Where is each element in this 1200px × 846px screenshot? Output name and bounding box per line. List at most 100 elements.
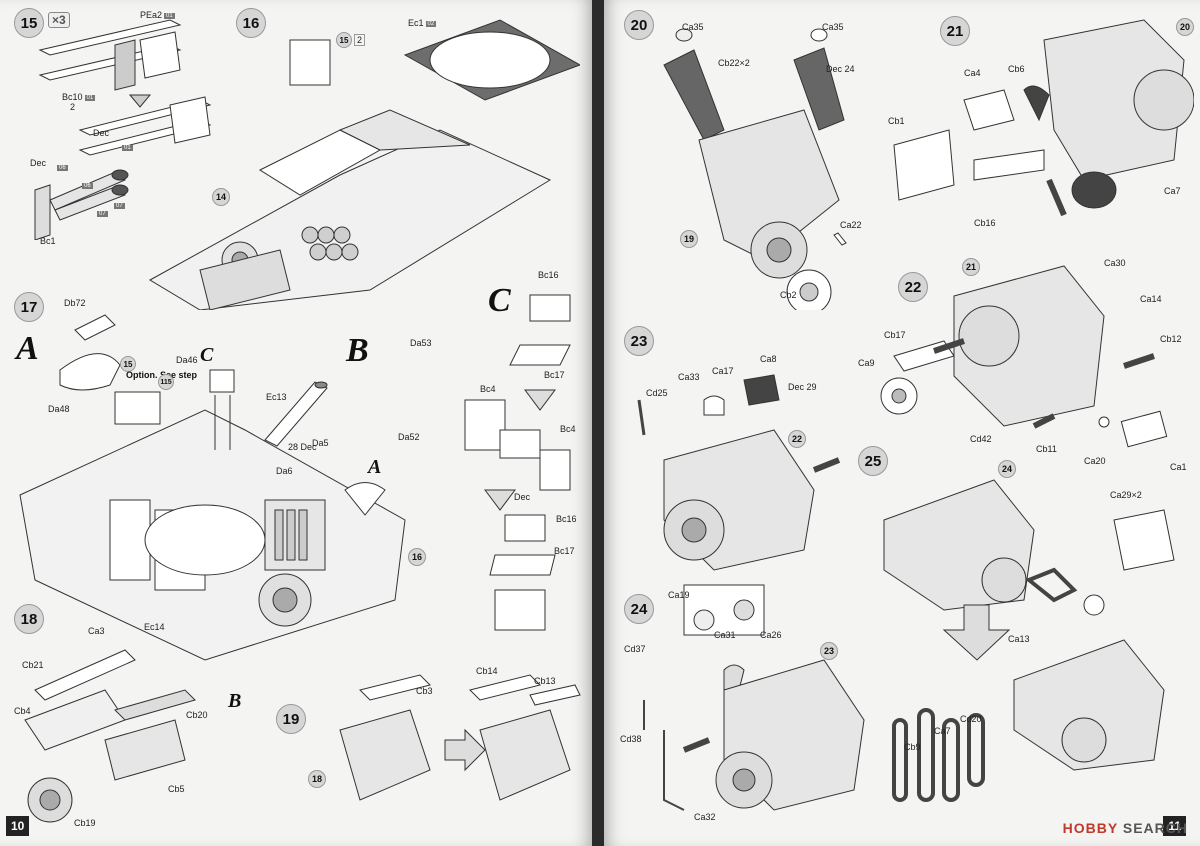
ref-step-18: 18 bbox=[308, 770, 326, 788]
label-Cb16: Cb16 bbox=[974, 218, 996, 228]
label-Cd37: Cd37 bbox=[624, 644, 646, 654]
label-Cb22: Cb22×2 bbox=[718, 58, 750, 68]
label-dec-28: 28 Dec bbox=[288, 442, 317, 452]
label-dec-24: Dec 24 bbox=[826, 64, 855, 74]
label-Ca20: Ca20 bbox=[1084, 456, 1106, 466]
tag-01c: 01 bbox=[122, 144, 133, 151]
label-dec-b: Dec bbox=[93, 128, 110, 138]
label-Bc1: Bc1 bbox=[40, 236, 56, 246]
label-Cb9: Cb9 bbox=[904, 742, 921, 752]
label-qty-2: 2 bbox=[70, 102, 76, 112]
tag-06a: 06 bbox=[57, 164, 68, 171]
label-dec-29: Dec 29 bbox=[788, 382, 817, 392]
step-number-25: 25 bbox=[858, 446, 888, 476]
ref-step-21: 21 bbox=[962, 258, 980, 276]
label-Cb12: Cb12 bbox=[1160, 334, 1182, 344]
label-Ca9: Ca9 bbox=[858, 358, 875, 368]
step-number-21: 21 bbox=[940, 16, 970, 46]
step-number-15: 15 bbox=[14, 8, 44, 38]
label-Cb13: Cb13 bbox=[534, 676, 556, 686]
step-number-20: 20 bbox=[624, 10, 654, 40]
label-Cb1: Cb1 bbox=[888, 116, 905, 126]
ref-step-22: 22 bbox=[788, 430, 806, 448]
label-Ca8: Ca8 bbox=[760, 354, 777, 364]
subassembly-a-ref: A bbox=[368, 456, 382, 478]
label-Cb17: Cb17 bbox=[884, 330, 906, 340]
label-Cd25: Cd25 bbox=[646, 388, 668, 398]
ref-step-24: 24 bbox=[998, 460, 1016, 478]
label-Cb21: Cb21 bbox=[22, 660, 44, 670]
step-number-22: 22 bbox=[898, 272, 928, 302]
step23-illustration bbox=[637, 374, 841, 571]
label-Da46: Da46 bbox=[176, 355, 198, 365]
step-number-17: 17 bbox=[14, 292, 44, 322]
label-Cb14: Cb14 bbox=[476, 666, 498, 676]
label-Ca7: Ca7 bbox=[934, 726, 951, 736]
label-Ca4: Ca4 bbox=[964, 68, 981, 78]
subassembly-b: B bbox=[346, 332, 369, 369]
label-Cb3: Cb3 bbox=[416, 686, 433, 696]
step25-illustration bbox=[883, 479, 1175, 802]
label-Ec13: Ec13 bbox=[266, 392, 287, 402]
label-Da53: Da53 bbox=[410, 338, 432, 348]
subassembly-b-ref: B bbox=[228, 690, 242, 712]
label-Da6: Da6 bbox=[276, 466, 293, 476]
step-number-16: 16 bbox=[236, 8, 266, 38]
tag-07a: 07 bbox=[97, 210, 108, 217]
label-Ca35-b: Ca35 bbox=[822, 22, 844, 32]
ref-step-23: 23 bbox=[820, 642, 838, 660]
page-number-left: 10 bbox=[6, 816, 30, 836]
label-Ec14: Ec14 bbox=[144, 622, 165, 632]
step16-illustration bbox=[148, 19, 580, 310]
label-Db72: Db72 bbox=[64, 298, 86, 308]
label-Ca35-a: Ca35 bbox=[682, 22, 704, 32]
label-Ca14: Ca14 bbox=[1140, 294, 1162, 304]
label-Ca26: Ca26 bbox=[760, 630, 782, 640]
step18-illustration bbox=[24, 649, 196, 823]
step17-illustration bbox=[19, 314, 406, 661]
label-Ca30: Ca30 bbox=[1104, 258, 1126, 268]
step24-illustration bbox=[643, 584, 865, 811]
ref-step-20: 20 bbox=[1176, 18, 1194, 36]
label-Ca3: Ca3 bbox=[88, 626, 105, 636]
label-Ca7: Ca7 bbox=[1164, 186, 1181, 196]
ref-step-14: 14 bbox=[212, 188, 230, 206]
label-Ca13: Ca13 bbox=[1008, 634, 1030, 644]
label-Ca31: Ca31 bbox=[714, 630, 736, 640]
label-Da5: Da5 bbox=[312, 438, 329, 448]
label-Cb19: Cb19 bbox=[74, 818, 96, 828]
step15-illustration bbox=[34, 19, 212, 240]
label-Cb11: Cb11 bbox=[1036, 444, 1057, 454]
label-Cd42: Cd42 bbox=[970, 434, 992, 444]
label-Bc17-a: Bc17 bbox=[544, 370, 565, 380]
label-Bc4-a: Bc4 bbox=[480, 384, 496, 394]
subassembly-c: C bbox=[488, 282, 511, 319]
label-Ca32: Ca32 bbox=[694, 812, 716, 822]
ref-step-115: 115 bbox=[158, 374, 174, 390]
label-Ca22: Ca22 bbox=[840, 220, 862, 230]
label-Bc16-a: Bc16 bbox=[538, 270, 559, 280]
tag-07b: 07 bbox=[114, 202, 125, 209]
label-Bc4-b: Bc4 bbox=[560, 424, 576, 434]
label-Cb2: Cb2 bbox=[780, 290, 797, 300]
step-number-18: 18 bbox=[14, 604, 44, 634]
subassembly-c-ref: C bbox=[200, 344, 214, 366]
ref-step-15-option: 15 bbox=[120, 356, 136, 372]
right-page: 20 Ca35 Ca35 Cb22×2 Dec 24 Ca22 Cb2 19 2… bbox=[604, 0, 1200, 846]
ref-step-15: 15 bbox=[336, 32, 352, 48]
step19-illustration bbox=[339, 674, 581, 801]
label-Da52: Da52 bbox=[398, 432, 420, 442]
label-Cd20: Cd20 bbox=[960, 714, 982, 724]
page-number-right: 11 bbox=[1163, 816, 1186, 836]
label-Cd38: Cd38 bbox=[620, 734, 642, 744]
step-number-23: 23 bbox=[624, 326, 654, 356]
label-Cb6: Cb6 bbox=[1008, 64, 1025, 74]
step21-illustration bbox=[893, 19, 1194, 217]
label-Da48: Da48 bbox=[48, 404, 70, 414]
label-Ca1: Ca1 bbox=[1170, 462, 1187, 472]
sub-c-sequence bbox=[464, 294, 571, 631]
step20-illustration bbox=[663, 28, 847, 310]
label-dec-a: Dec bbox=[30, 158, 47, 168]
